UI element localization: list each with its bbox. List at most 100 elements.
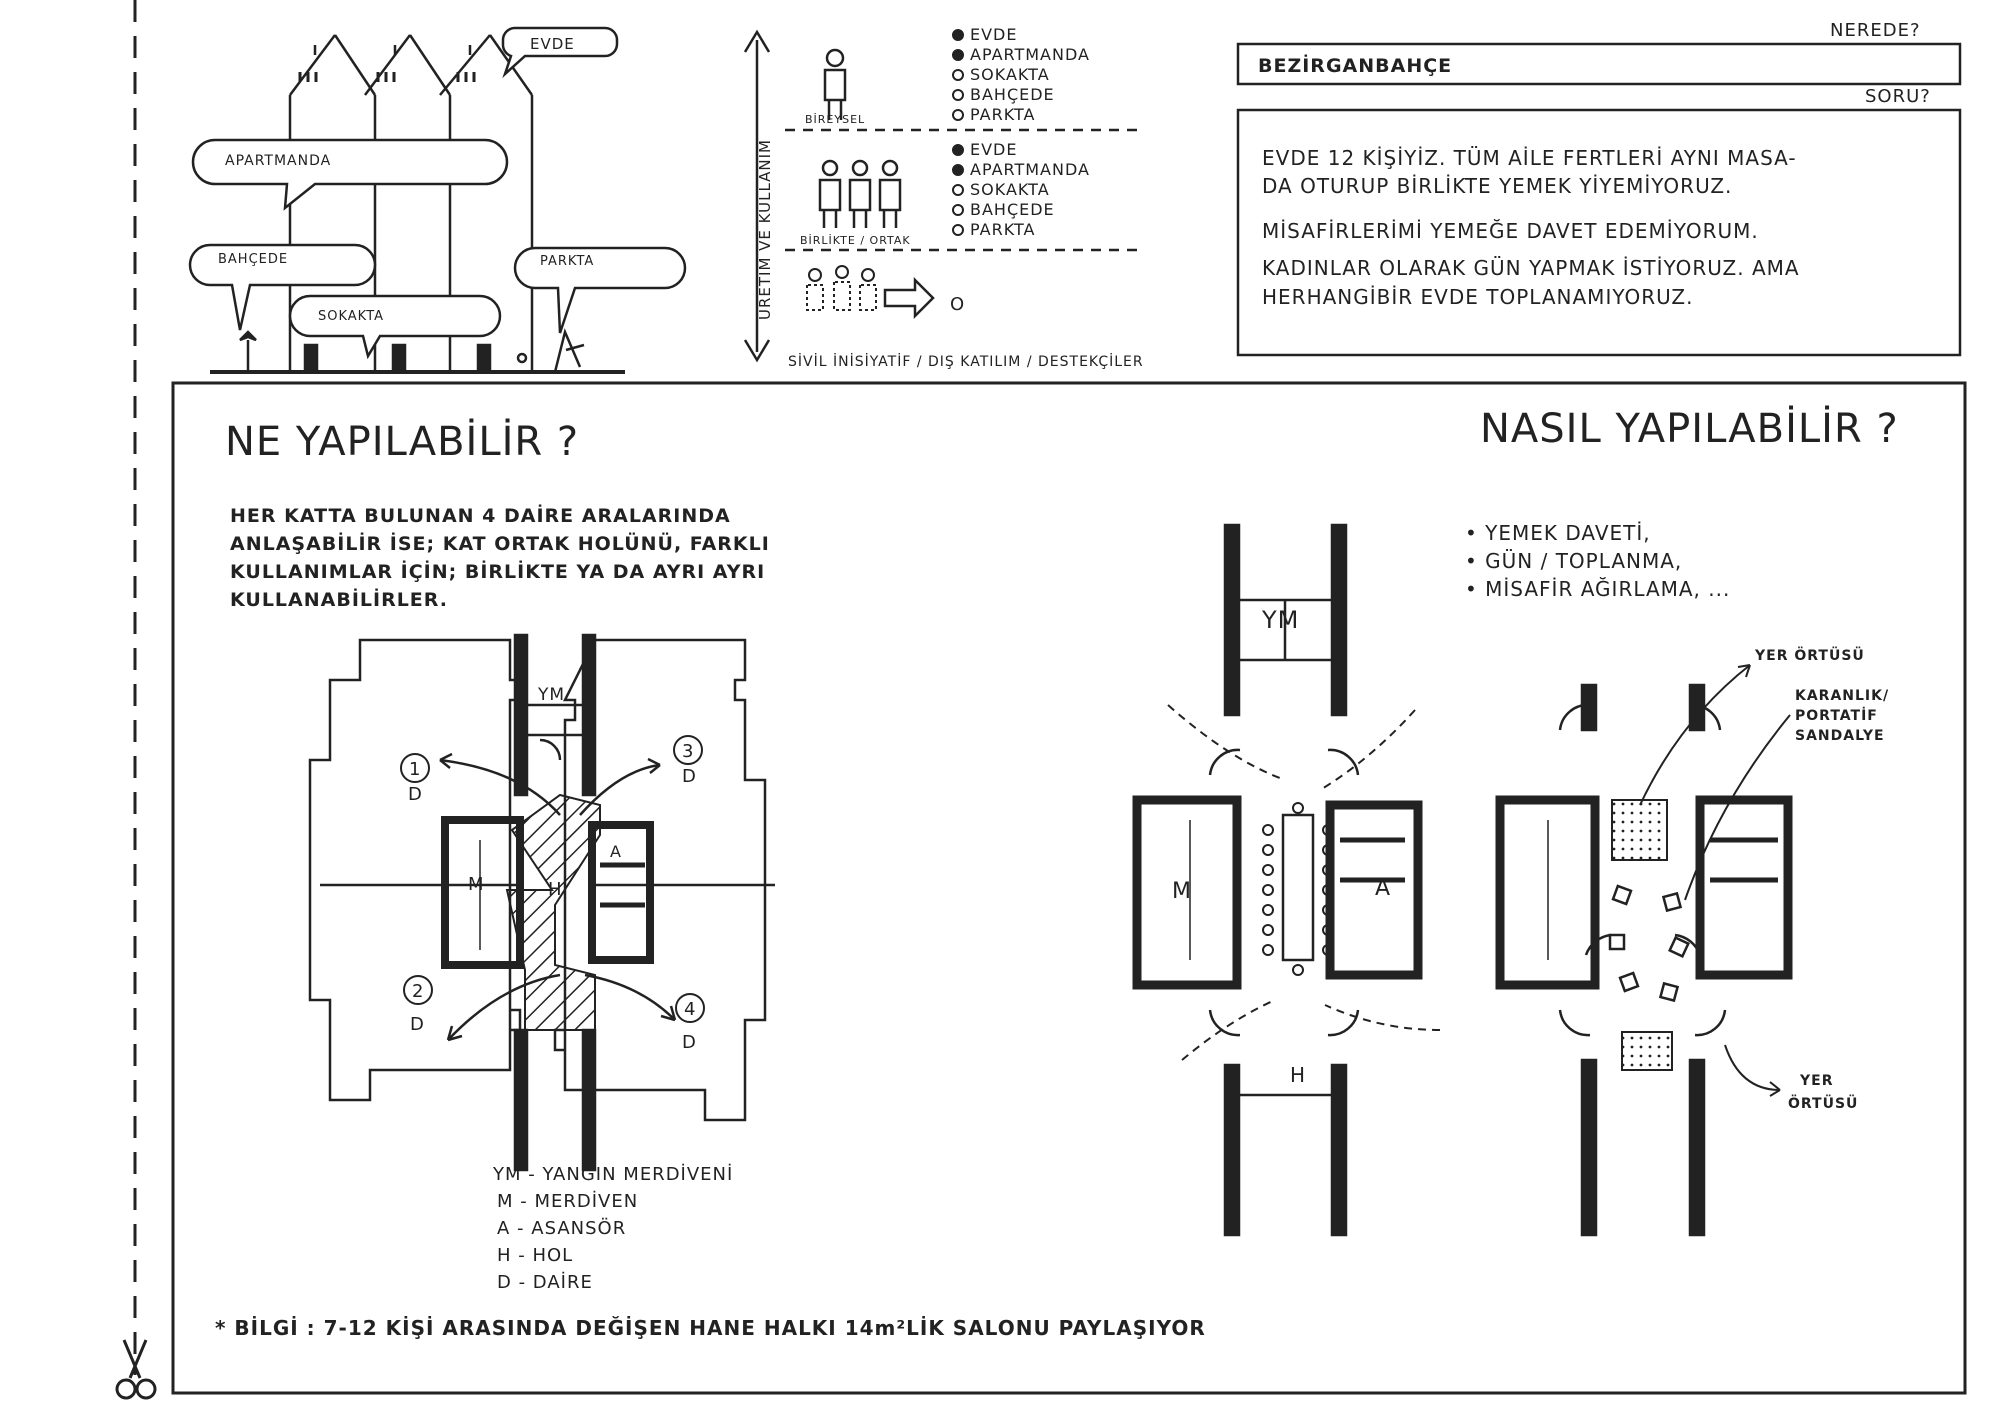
plan1-d1-letter: D — [408, 784, 423, 805]
key-item-2: M - MERDİVEN — [497, 1191, 638, 1212]
plan1-d4-number: 4 — [684, 999, 696, 1020]
legend-item-label: SOKAKTA — [970, 180, 1050, 199]
plan1-d3-number: 3 — [682, 741, 694, 762]
filled-dot-icon — [952, 164, 964, 176]
plan1-m: M — [468, 874, 485, 895]
question-line-3: MİSAFİRLERİMİ YEMEĞE DAVET EDEMİYORUM. — [1262, 219, 1759, 243]
plan2-h: H — [1290, 1063, 1306, 1087]
bubble-label-sokakta: SOKAKTA — [318, 309, 384, 324]
floor-plan-1 — [308, 633, 775, 1172]
use-item-1: • YEMEK DAVETİ, — [1465, 521, 1651, 545]
plan1-d4-letter: D — [682, 1032, 697, 1053]
legend-item-label: PARKTA — [970, 105, 1035, 124]
where-value: BEZİRGANBAHÇE — [1258, 53, 1452, 77]
where-box — [1236, 42, 1962, 86]
floor-plan-3 — [1495, 683, 1793, 1237]
empty-dot-icon — [952, 109, 964, 121]
key-item-5: D - DAİRE — [497, 1272, 593, 1293]
rug-top — [1611, 799, 1668, 861]
plan3-stools — [1608, 884, 1690, 1003]
description-line-2: ANLAŞABİLİR İSE; KAT ORTAK HOLÜNÜ, FARKL… — [230, 531, 770, 555]
key-item-3: A - ASANSÖR — [497, 1217, 626, 1239]
legend-item-label: BAHÇEDE — [970, 200, 1055, 219]
plan1-arrows — [439, 752, 677, 1042]
question-line-2: DA OTURUP BİRLİKTE YEMEK YİYEMİYORUZ. — [1262, 174, 1732, 198]
plan1-ym: YM — [537, 685, 565, 705]
bubble-evde: EVDE — [501, 26, 619, 79]
plan1-h: H — [548, 879, 563, 900]
plan2-ym: YM — [1261, 606, 1299, 634]
plan1-d2-letter: D — [410, 1014, 425, 1035]
plan2-chairs — [1262, 802, 1334, 976]
anno-yer-ortusu-top: YER ÖRTÜSÜ — [1754, 646, 1865, 664]
key-item-4: H - HOL — [497, 1245, 573, 1266]
legend-item-label: EVDE — [970, 140, 1017, 159]
empty-dot-icon — [952, 89, 964, 101]
filled-dot-icon — [952, 29, 964, 41]
plan2-arrows — [1167, 704, 1441, 1061]
group2-label: BİRLİKTE / ORTAK — [800, 234, 911, 247]
bubble-label-parkta: PARKTA — [540, 254, 594, 269]
empty-dot-icon — [952, 184, 964, 196]
description-line-4: KULLANABİLİRLER. — [230, 587, 448, 611]
bubble-sokakta: SOKAKTA — [288, 294, 502, 360]
bubble-label-bahcede: BAHÇEDE — [218, 252, 288, 267]
description-line-3: KULLANIMLAR İÇİN; BİRLİKTE YA DA AYRI AY… — [230, 559, 765, 583]
anno-karanlik-3: SANDALYE — [1795, 728, 1885, 744]
group1-label: BİREYSEL — [805, 113, 865, 126]
bubble-label-apartmanda: APARTMANDA — [225, 153, 331, 169]
legend-item-label: APARTMANDA — [970, 45, 1090, 64]
vertical-axis-label: ÜRETİM VE KULLANIM — [755, 139, 774, 320]
filled-dot-icon — [952, 144, 964, 156]
bubble-bahcede: BAHÇEDE — [188, 243, 377, 331]
question-label: SORU? — [1865, 86, 1931, 107]
group3-item: O — [950, 294, 965, 315]
anno-yer-ortusu-bottom-2: ÖRTÜSÜ — [1788, 1094, 1858, 1112]
question-line-5: HERHANGİBİR EVDE TOPLANAMIYORUZ. — [1262, 285, 1693, 309]
main-panel — [171, 381, 1967, 1395]
question-box — [1236, 108, 1962, 357]
filled-dot-icon — [952, 49, 964, 61]
description-line-1: HER KATTA BULUNAN 4 DAİRE ARALARINDA — [230, 503, 731, 527]
legend-item-label: BAHÇEDE — [970, 85, 1055, 104]
title-right: NASIL YAPILABİLİR ? — [1480, 404, 1899, 452]
rug-bottom — [1621, 1031, 1673, 1071]
plan2-labels: YM M A H — [1172, 606, 1391, 1087]
plan1-labels: 1 3 2 4 D D D D YM M A H — [400, 685, 705, 1053]
question-line-4: KADINLAR OLARAK GÜN YAPMAK İSTİYORUZ. AM… — [1262, 256, 1800, 280]
empty-dot-icon — [952, 204, 964, 216]
key-item-1: YM - YANGIN MERDİVENİ — [492, 1164, 733, 1185]
where-label: NEREDE? — [1830, 20, 1921, 41]
bottom-axis-label: SİVİL İNİSİYATİF / DIŞ KATILIM / DESTEKÇ… — [788, 352, 1144, 370]
scissors-icon — [115, 1339, 157, 1400]
legend-item-label: PARKTA — [970, 220, 1035, 239]
plan2-a: A — [1375, 876, 1391, 901]
plan1-d1-number: 1 — [409, 759, 421, 780]
bubble-parkta: PARKTA — [513, 246, 687, 334]
plan2-m: M — [1172, 879, 1192, 904]
use-item-3: • MİSAFİR AĞIRLAMA, ... — [1465, 577, 1730, 601]
empty-dot-icon — [952, 69, 964, 81]
title-left: NE YAPILABİLİR ? — [225, 417, 579, 465]
legend-item-label: APARTMANDA — [970, 160, 1090, 179]
floor-plan-2 — [1132, 523, 1423, 1237]
shared-hall-hatch — [505, 793, 601, 1031]
legend-item-label: SOKAKTA — [970, 65, 1050, 84]
use-item-2: • GÜN / TOPLANMA, — [1465, 549, 1682, 573]
empty-dot-icon — [952, 224, 964, 236]
footer-note: * BİLGİ : 7-12 KİŞİ ARASINDA DEĞİŞEN HAN… — [215, 1316, 1206, 1340]
bubble-apartmanda: APARTMANDA — [191, 138, 509, 211]
bubble-label-evde: EVDE — [530, 35, 575, 53]
plan1-d2-number: 2 — [412, 981, 424, 1002]
anno-yer-ortusu-bottom-1: YER — [1799, 1073, 1833, 1089]
plan3-pointers — [1639, 664, 1791, 1097]
question-line-1: EVDE 12 KİŞİYİZ. TÜM AİLE FERTLERİ AYNI … — [1262, 146, 1797, 170]
legend-diagram — [743, 29, 1140, 363]
plan1-a: A — [610, 842, 622, 861]
anno-karanlik-1: KARANLIK/ — [1795, 688, 1889, 704]
legend-item-label: EVDE — [970, 25, 1017, 44]
plan1-d3-letter: D — [682, 766, 697, 787]
